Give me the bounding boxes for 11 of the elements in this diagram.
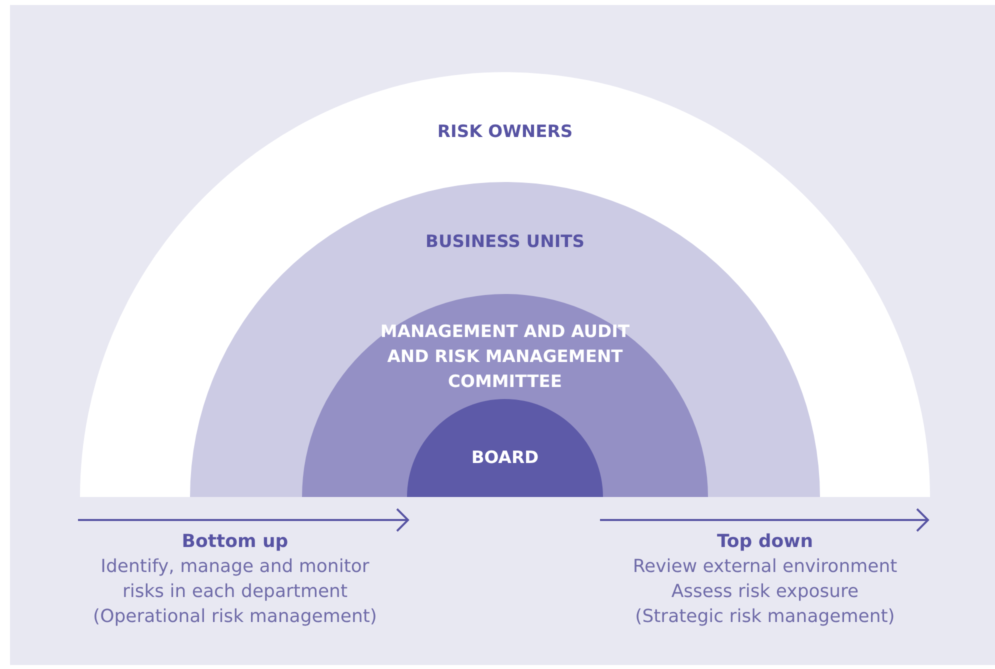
description-text: Review external environment xyxy=(632,555,898,579)
band-title: MANAGEMENT AND AUDIT AND RISK MANAGEMENT COMMITTEE xyxy=(379,321,631,394)
band-title: BUSINESS UNITS xyxy=(426,231,584,254)
description-text: Identify, manage and monitor risks in each department xyxy=(100,555,370,604)
description-text: Assess risk exposure xyxy=(671,580,859,604)
direction-heading: Bottom up xyxy=(182,530,288,554)
description-text: (Operational risk management) xyxy=(93,605,377,629)
direction-heading: Top down xyxy=(716,530,814,554)
band-title: RISK OWNERS xyxy=(437,121,573,144)
description-text: (Strategic risk management) xyxy=(635,605,895,629)
band-title: BOARD xyxy=(471,447,539,470)
